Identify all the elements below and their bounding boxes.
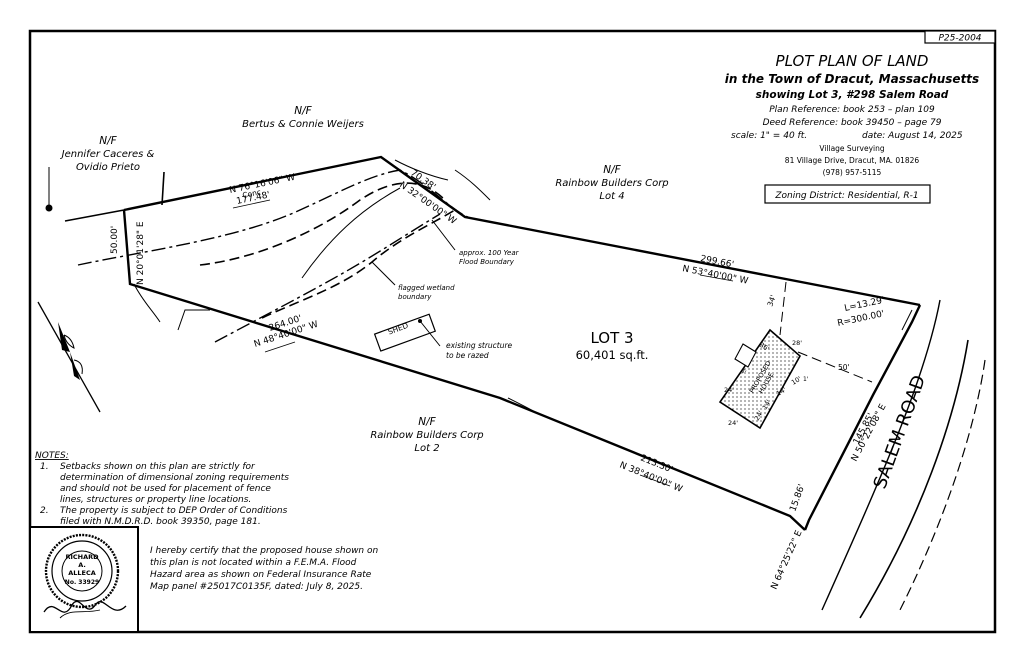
wetland-leader bbox=[371, 261, 396, 286]
abutter-north-nf: N/F bbox=[294, 105, 312, 117]
house-dim-4: 24' bbox=[728, 419, 738, 427]
sheet-number: P25-2004 bbox=[938, 34, 981, 44]
abutter-west-marker bbox=[45, 167, 53, 212]
abutter-west-name1: Jennifer Caceres & bbox=[60, 149, 155, 160]
surveyor-address: 81 Village Drive, Dracut, MA. 01826 bbox=[785, 156, 920, 165]
certification-block: I hereby certify that the proposed house… bbox=[150, 546, 379, 592]
notes-heading: NOTES: bbox=[35, 451, 69, 461]
curve-leader bbox=[901, 309, 913, 331]
bound-1-note: Conc. bbox=[242, 187, 264, 200]
bearing-arrows bbox=[232, 199, 734, 487]
seal-name-3: ALLECA bbox=[68, 569, 96, 577]
salem-road bbox=[821, 299, 986, 619]
title-block: PLOT PLAN OF LAND in the Town of Dracut,… bbox=[725, 52, 979, 204]
house-dim-2: 28' bbox=[792, 339, 802, 347]
proposed-house: PROPOSED HOUSE 36' 28' 24' 24' 14' 10' 1… bbox=[718, 328, 809, 430]
wetland-note: flagged wetland bbox=[398, 284, 455, 292]
sheet-number-tab: P25-2004 bbox=[924, 30, 996, 44]
note-1-line-1: Setbacks shown on this plan are strictly… bbox=[60, 462, 256, 472]
zoning-district: Zoning District: Residential, R-1 bbox=[774, 191, 918, 201]
abutter-east-name: Rainbow Builders Corp bbox=[555, 178, 668, 189]
abutter-east-lot: Lot 4 bbox=[599, 191, 624, 202]
plan-title: PLOT PLAN OF LAND bbox=[776, 52, 929, 70]
lot-name: LOT 3 bbox=[590, 329, 633, 347]
setback-front: 50' bbox=[838, 363, 850, 372]
flood-boundary-line bbox=[77, 169, 471, 343]
plan-reference: Plan Reference: book 253 – plan 109 bbox=[769, 105, 935, 115]
lot-area: 60,401 sq.ft. bbox=[576, 348, 649, 362]
sheet-border bbox=[28, 29, 997, 634]
flood-note: approx. 100 Year bbox=[459, 249, 520, 257]
north-arrow-icon bbox=[37, 301, 101, 413]
surveyor-seal: RICHARD A. ALLECA No. 33929 bbox=[29, 526, 139, 633]
abutter-west-nf: N/F bbox=[99, 135, 117, 147]
cert-line-3: Hazard area as shown on Federal Insuranc… bbox=[150, 570, 372, 580]
surveyor-phone: (978) 957-5115 bbox=[823, 168, 882, 177]
property-boundary bbox=[64, 155, 922, 531]
abutter-west-name2: Ovidio Prieto bbox=[76, 162, 140, 173]
flood-leader bbox=[431, 219, 456, 251]
existing-structure-label-2: to be razed bbox=[446, 351, 489, 360]
abutter-east-nf: N/F bbox=[603, 164, 621, 176]
plan-date: date: August 14, 2025 bbox=[862, 131, 963, 141]
notes-block: NOTES: 1. Setbacks shown on this plan ar… bbox=[35, 451, 289, 527]
note-2-line-2: filed with N.M.D.R.D. book 39350, page 1… bbox=[60, 517, 261, 527]
abutter-south-nf: N/F bbox=[418, 416, 436, 428]
abutter-south-name: Rainbow Builders Corp bbox=[370, 430, 483, 441]
note-1-line-2: determination of dimensional zoning requ… bbox=[60, 473, 289, 483]
setback-side: 34' bbox=[765, 294, 777, 308]
note-1-line-4: lines, structures or property line locat… bbox=[60, 495, 251, 505]
contour-lines bbox=[133, 159, 536, 413]
deed-reference: Deed Reference: book 39450 – page 79 bbox=[763, 118, 942, 128]
house-dim-10: 1' bbox=[803, 376, 809, 383]
seal-name-1: RICHARD bbox=[65, 553, 99, 561]
note-1-number: 1. bbox=[40, 462, 49, 472]
plan-scale: scale: 1" = 40 ft. bbox=[731, 131, 807, 141]
setback-lines: 34' 50' bbox=[765, 281, 873, 383]
bearing-8: N 20°01'28" E bbox=[136, 221, 146, 285]
wetland-note-2: boundary bbox=[398, 293, 432, 301]
cert-line-4: Map panel #25017C0135F, dated: July 8, 2… bbox=[150, 582, 363, 592]
abutter-north-name: Bertus & Connie Weijers bbox=[242, 119, 364, 130]
wetland-boundary-line bbox=[199, 182, 456, 319]
cert-line-2: this plan is not located within a F.E.M.… bbox=[150, 558, 357, 568]
signature bbox=[43, 600, 127, 613]
distance-8: 50.00' bbox=[110, 226, 120, 254]
house-dim-9: 4' bbox=[739, 368, 748, 377]
plan-lot: showing Lot 3, #298 Salem Road bbox=[756, 89, 949, 101]
note-2-line-1: The property is subject to DEP Order of … bbox=[60, 506, 288, 516]
flood-note-2: Flood Boundary bbox=[459, 258, 515, 266]
zoning-box bbox=[764, 184, 931, 204]
abutter-south-lot: Lot 2 bbox=[414, 443, 439, 454]
note-1-line-3: and should not be used for placement of … bbox=[60, 484, 271, 494]
note-2-number: 2. bbox=[40, 506, 49, 516]
house-dim-3: 24' bbox=[724, 386, 734, 394]
seal-name-2: A. bbox=[78, 561, 86, 569]
cert-line-1: I hereby certify that the proposed house… bbox=[150, 546, 379, 556]
existing-structure-label: existing structure bbox=[446, 341, 513, 350]
plan-location: in the Town of Dracut, Massachusetts bbox=[725, 72, 979, 86]
abutter-labels: N/F Jennifer Caceres & Ovidio Prieto N/F… bbox=[60, 105, 669, 454]
seal-number: No. 33929 bbox=[65, 579, 99, 586]
surveyor-name: Village Surveying bbox=[819, 144, 884, 153]
